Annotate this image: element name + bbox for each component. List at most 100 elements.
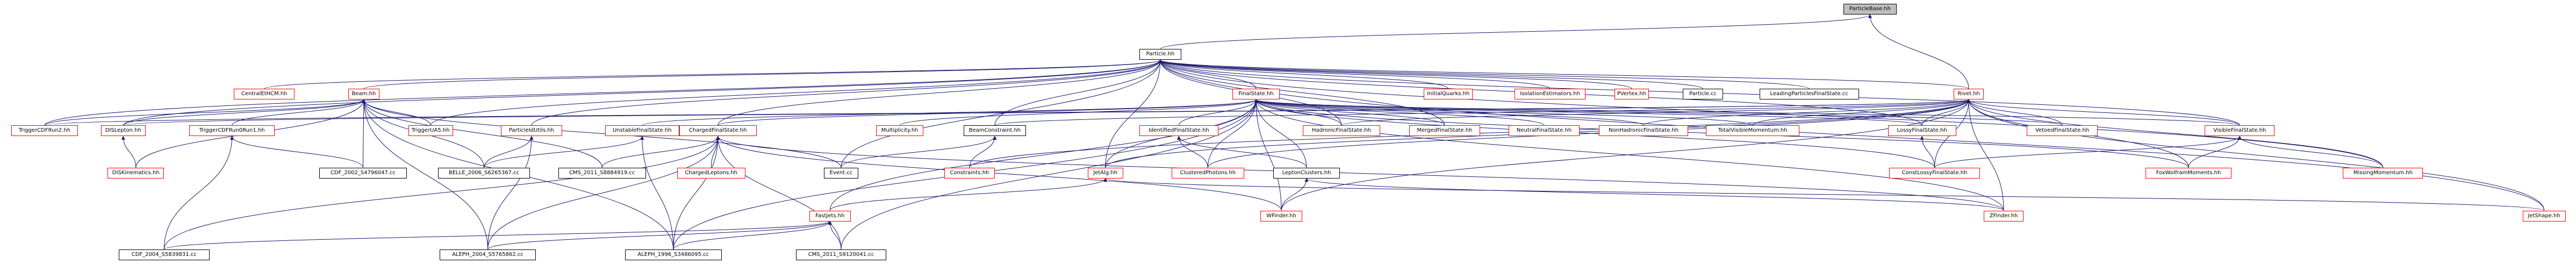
node-rivet[interactable]: Rivet.hh	[1954, 89, 1984, 100]
node-finalstate[interactable]: FinalState.hh	[1232, 89, 1280, 100]
node-totalvisiblemomentum[interactable]: TotalVisibleMomentum.hh	[1706, 125, 1800, 137]
node-foxwolframmoments[interactable]: FoxWolframMoments.hh	[2145, 167, 2232, 179]
node-particlecc[interactable]: Particle.cc	[1683, 89, 1723, 100]
edge-rivet-zfinder	[1967, 99, 2004, 211]
node-belle2006[interactable]: BELLE_2006_S6265367.cc	[437, 167, 530, 179]
node-label: ALEPH_1996_S3486095.cc	[637, 252, 709, 258]
node-centralethcm[interactable]: CentralEtHCM.hh	[234, 89, 295, 100]
node-pvertex[interactable]: PVertex.hh	[1615, 89, 1649, 100]
edge-leptonclusters-wfinder	[1281, 178, 1309, 211]
node-label: Event.cc	[829, 169, 853, 176]
edge-finalstate-wfinder	[1254, 99, 1282, 211]
node-particleidutils[interactable]: ParticleIdUtils.hh	[501, 125, 562, 137]
node-cms2011s8884919[interactable]: CMS_2011_S8884919.cc	[558, 167, 646, 179]
edge-jetalg-fastjets	[829, 178, 1108, 211]
edge-beam-cms2011s8884919	[362, 99, 602, 168]
node-constraints[interactable]: Constraints.hh	[944, 167, 995, 179]
node-vetoedfinalstate[interactable]: VetoedFinalState.hh	[2026, 125, 2098, 137]
node-lossyfinalstate[interactable]: LossyFinalState.hh	[1888, 125, 1956, 137]
edge-rivet-visiblefinalstate	[1967, 99, 2240, 126]
node-label: DISKinematics.hh	[112, 169, 160, 176]
edge-visiblefinalstate-missingmomentum	[2237, 136, 2384, 168]
node-triggerua5[interactable]: TriggerUA5.hh	[408, 125, 453, 137]
edge-beam-dislepton	[123, 99, 366, 126]
node-identifiedfinalstate[interactable]: IdentifiedFinalState.hh	[1139, 125, 1218, 137]
node-label: Particle.hh	[1146, 51, 1175, 58]
node-label: Multiplicity.hh	[881, 127, 919, 134]
edge-particle-centralethcm	[264, 59, 1163, 89]
node-chargedfinalstate[interactable]: ChargedFinalState.hh	[679, 125, 757, 137]
node-label: MergedFinalState.hh	[1417, 127, 1473, 134]
node-diskinematics[interactable]: DISKinematics.hh	[107, 167, 164, 179]
edge-chargedfinalstate-zfinder	[716, 136, 2004, 211]
node-leadingparticlesfinalstate[interactable]: LeadingParticlesFinalState.cc	[1759, 89, 1859, 100]
node-cdf2004[interactable]: CDF_2004_S5839831.cc	[119, 249, 210, 260]
node-beam[interactable]: Beam.hh	[348, 89, 379, 100]
node-dislepton[interactable]: DISLepton.hh	[101, 125, 146, 137]
node-fastjets[interactable]: FastJets.hh	[809, 210, 851, 222]
edge-chargedfinalstate-aleph1996	[673, 136, 720, 250]
edge-particle-triggerua5	[430, 59, 1163, 126]
node-particle[interactable]: Particle.hh	[1139, 49, 1181, 60]
node-jetshape[interactable]: JetShape.hh	[2522, 210, 2566, 222]
node-initialquarks[interactable]: InitialQuarks.hh	[1424, 89, 1473, 100]
node-label: PVertex.hh	[1617, 91, 1647, 97]
node-hadronicfinalstate[interactable]: HadronicFinalState.hh	[1303, 125, 1380, 137]
node-triggercdfrun0run1[interactable]: TriggerCDFRun0Run1.hh	[189, 125, 275, 137]
edge-rivet-totalvisiblemomentum	[1752, 99, 1971, 126]
edge-finalstate-visiblefinalstate	[1254, 99, 2240, 126]
edge-particleidutils-belle2006	[484, 136, 534, 168]
node-nonhadronicfinalstate[interactable]: NonHadronicFinalState.hh	[1599, 125, 1688, 137]
edge-particle-chargedfinalstate	[717, 59, 1163, 126]
node-wfinder[interactable]: WFinder.hh	[1260, 210, 1302, 222]
node-unstablefinalstate[interactable]: UnstableFinalState.hh	[605, 125, 679, 137]
edge-visiblefinalstate-constlossyfinalstate	[1934, 136, 2242, 168]
node-cdf2002[interactable]: CDF_2002_S4796047.cc	[319, 167, 407, 179]
node-beamconstraint[interactable]: BeamConstraint.hh	[963, 125, 1026, 137]
edge-particle-triggercdfrun2	[44, 59, 1163, 126]
node-clusteredphotons[interactable]: ClusteredPhotons.hh	[1171, 167, 1244, 179]
edge-rivet-jetshape	[1967, 99, 2545, 211]
edge-visiblefinalstate-foxwolframmoments	[2188, 136, 2242, 168]
node-constlossyfinalstate[interactable]: ConstLossyFinalState.hh	[1889, 167, 1980, 179]
node-triggercdfrun2[interactable]: TriggerCDFRun2.hh	[11, 125, 78, 137]
node-leptonclusters[interactable]: LeptonClusters.hh	[1273, 167, 1340, 179]
node-label: LossyFinalState.hh	[1897, 127, 1947, 134]
node-missingmomentum[interactable]: MissingMomentum.hh	[2343, 167, 2423, 179]
node-chargedleptons[interactable]: ChargedLeptons.hh	[677, 167, 745, 179]
edge-particlebase-particle	[1160, 14, 1872, 49]
node-label: WFinder.hh	[1266, 212, 1296, 219]
edge-lossyfinalstate-constlossyfinalstate	[1920, 136, 1935, 168]
edge-fastjets-aleph2004	[487, 220, 832, 250]
node-cms2011s9120041[interactable]: CMS_2011_S9120041.cc	[795, 249, 887, 260]
node-label: JetAlg.hh	[1093, 169, 1118, 176]
node-label: LeptonClusters.hh	[1282, 169, 1331, 176]
node-aleph2004[interactable]: ALEPH_2004_S5765862.cc	[439, 249, 536, 260]
node-jetalg[interactable]: JetAlg.hh	[1087, 167, 1123, 179]
node-zfinder[interactable]: ZFinder.hh	[1983, 210, 2024, 222]
node-label: Constraints.hh	[950, 169, 989, 176]
edge-chargedfinalstate-cms2011s8884919	[601, 136, 720, 168]
node-multiplicity[interactable]: Multiplicity.hh	[876, 125, 924, 137]
node-visiblefinalstate[interactable]: VisibleFinalState.hh	[2205, 125, 2275, 137]
node-eventcc[interactable]: Event.cc	[824, 167, 858, 179]
node-label: VetoedFinalState.hh	[2035, 127, 2090, 134]
edge-rivet-clusteredphotons	[1207, 99, 1971, 168]
node-mergedfinalstate[interactable]: MergedFinalState.hh	[1409, 125, 1481, 137]
node-neutralfinalstate[interactable]: NeutralFinalState.hh	[1508, 125, 1580, 137]
node-label: CDF_2004_S5839831.cc	[131, 252, 197, 258]
edge-identifiedfinalstate-leptonclusters	[1177, 136, 1307, 168]
node-aleph1996[interactable]: ALEPH_1996_S3486095.cc	[625, 249, 722, 260]
edge-triggercdfrun0run1-cdf2004	[163, 136, 234, 250]
node-isolationestimators[interactable]: IsolationEstimators.hh	[1514, 89, 1586, 100]
edge-finalstate-fastjets	[829, 99, 1258, 211]
edge-rivet-triggercdfrun2	[44, 99, 1970, 126]
node-label: IsolationEstimators.hh	[1520, 91, 1580, 97]
edge-rivet-hadronicfinalstate	[1341, 99, 1971, 126]
edge-particle-eventcc	[841, 59, 1163, 168]
edge-finalstate-unstablefinalstate	[642, 99, 1258, 126]
node-particlebase: ParticleBase.hh	[1843, 4, 1897, 15]
edge-particle-particlecc	[1158, 59, 1704, 89]
edge-fastjets-cdf2004	[163, 220, 832, 250]
node-label: ALEPH_2004_S5765862.cc	[452, 252, 523, 258]
